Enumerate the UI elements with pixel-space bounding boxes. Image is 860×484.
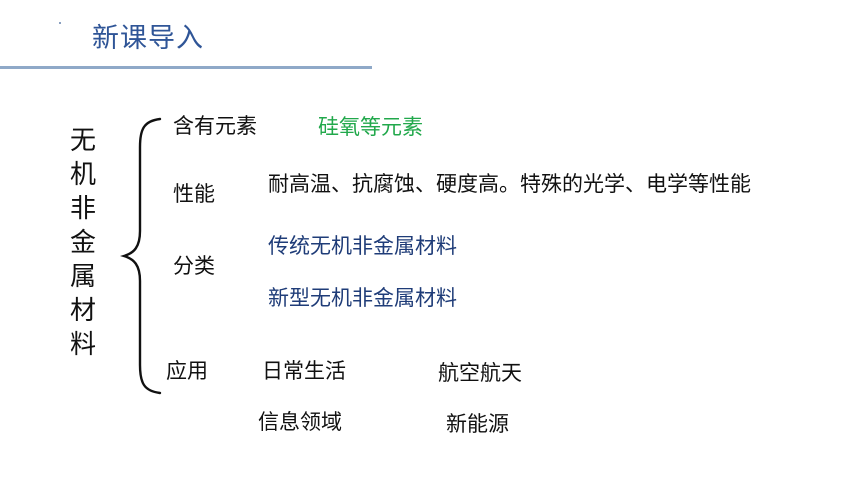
application-item-information: 信息领域 (258, 410, 342, 434)
vertical-title-char: 材 (69, 296, 96, 326)
classification-item-new: 新型无机非金属材料 (268, 286, 457, 310)
properties-label: 性能 (173, 182, 215, 206)
vertical-title-char: 金 (69, 228, 96, 258)
vertical-title-char: 机 (69, 160, 96, 190)
application-item-aerospace: 航空航天 (438, 361, 522, 385)
header-rule (0, 66, 372, 69)
composition-value: 硅氧等元素 (318, 115, 423, 139)
vertical-title-char: 料 (69, 330, 96, 360)
vertical-title: 无 机 非 金 属 材 料 (66, 124, 100, 362)
application-item-daily-life: 日常生活 (262, 359, 346, 383)
curly-brace (120, 117, 162, 395)
classification-label: 分类 (173, 254, 215, 278)
vertical-title-char: 无 (69, 126, 96, 156)
vertical-title-char: 非 (69, 194, 96, 224)
classification-item-traditional: 传统无机非金属材料 (268, 234, 457, 258)
slide-title: 新课导入 (92, 23, 204, 54)
vertical-title-char: 属 (69, 262, 96, 292)
application-item-new-energy: 新能源 (446, 412, 509, 436)
properties-value: 耐高温、抗腐蚀、硬度高。特殊的光学、电学等性能 (268, 172, 751, 196)
composition-label: 含有元素 (173, 114, 257, 138)
header-dot (59, 22, 61, 24)
applications-label: 应用 (166, 359, 208, 383)
